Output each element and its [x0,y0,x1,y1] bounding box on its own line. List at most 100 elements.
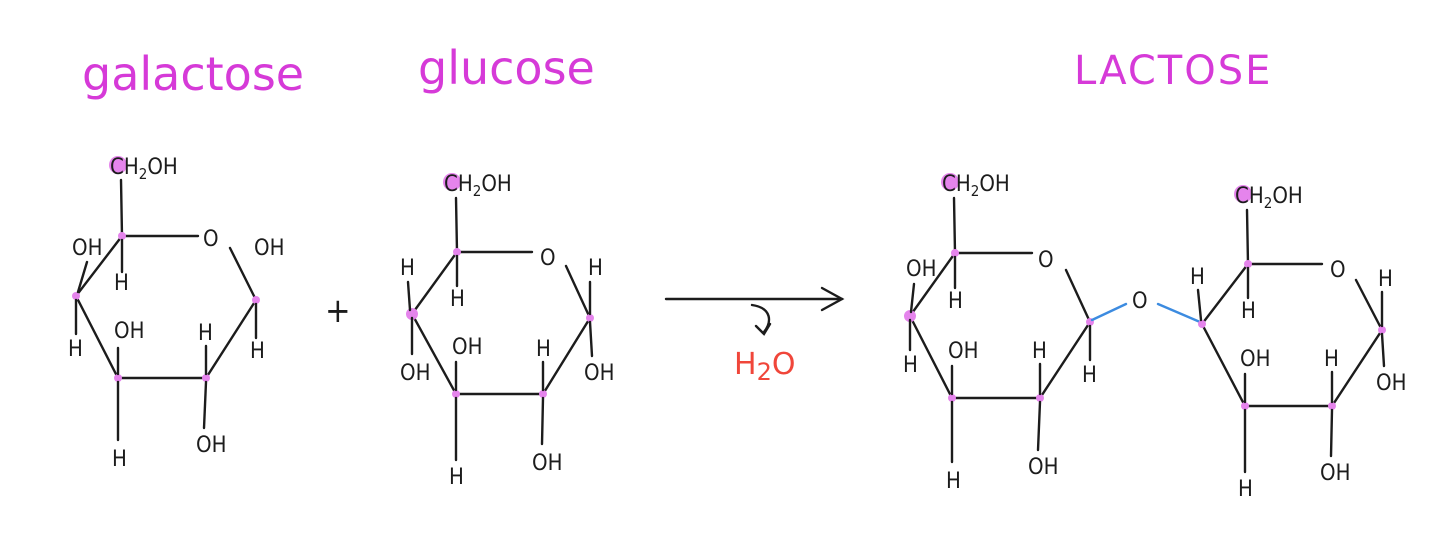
glucose-c1-oh: OH [584,361,614,386]
lactose-left-c5-dot [951,249,959,257]
glucose-c3-h: H [449,465,464,490]
glucose-c2-h: H [536,337,551,362]
title-glucose: glucose [418,41,595,95]
glucose-c4-dot [406,308,418,320]
lactose-right-c3-dot [1241,402,1249,410]
glucose-bond-c4-h [406,280,412,312]
galactose-c3-h: H [112,447,127,472]
galactose-bond-c5-c6 [119,178,124,238]
glucose-structure: CH2OH O H OH H H OH OH H H OH [400,172,614,490]
lactose-right-bond-c4-h [1196,288,1203,322]
glucose-bond-c5-c6 [454,196,459,254]
glucose-ring-oxygen: O [540,246,556,271]
lactose-left-c5-h: H [948,289,963,314]
lactose-left-c2-h: H [1032,339,1047,364]
galactose-c6-dot [109,156,127,174]
galactose-c1-h: H [250,339,265,364]
lactose-left-c3-dot [948,394,956,402]
reaction-arrow: H2O [664,286,845,386]
bridge-oxygen: O [1132,289,1148,314]
glucose-c2-oh: OH [532,451,562,476]
lactose-right-ch2oh: CH2OH [1235,184,1303,212]
lactose-right-c4-h: H [1190,265,1205,290]
glycosidic-linkage: O [1090,289,1202,324]
lactose-left-c2-dot [1036,394,1044,402]
lactose-left-c4-dot [904,310,916,322]
galactose-bond-c2-oh [202,380,208,430]
galactose-c1-oh: OH [254,236,284,261]
lactose-left-bond-c4-oh [909,282,916,314]
lactose-left-bond-c5-c6 [952,196,957,255]
glucose-c5-dot [453,248,461,256]
lactose-right-c5-dot [1244,260,1252,268]
galactose-structure: CH2OH O OH H H OH H OH H H OH [68,155,284,472]
lactose-right-ring-bonds [1200,262,1384,408]
glucose-bond-c2-oh [540,396,545,446]
galactose-c3-oh: OH [114,319,144,344]
galactose-ring-bonds [74,234,258,380]
plus-sign: + [325,291,351,331]
galactose-c2-oh: OH [196,433,226,458]
glucose-c1-h: H [588,256,603,281]
glucose-c4-oh: OH [400,361,430,386]
glucose-c3-dot [452,390,460,398]
galactose-c5-dot [118,232,126,240]
lactose-left-c3-h: H [946,469,961,494]
lactose-left-ch2oh: CH2OH [942,172,1010,200]
galactose-bond-c4-oh [76,260,89,294]
lactose-left-c1-h: H [1082,363,1097,388]
lactose-left-bond-c2-oh [1036,400,1042,452]
lactose-left-c2-oh: OH [1028,455,1058,480]
lactose-right-c2-oh: OH [1320,461,1350,486]
lactose-right-c1-oh: OH [1376,371,1406,396]
galactose-c5-h: H [114,271,129,296]
glucose-c3-oh: OH [452,335,482,360]
lactose-left-ring-bonds [908,251,1092,400]
glycosidic-bond-right [1156,302,1202,324]
lactose-right-c1-h: H [1378,267,1393,292]
glucose-c4-h: H [400,256,415,281]
glucose-ch2oh: CH2OH [444,172,512,200]
lactose-right-c3-h: H [1238,477,1253,502]
galactose-ring-oxygen: O [203,227,219,252]
lactose-right-c4-dot [1198,320,1206,328]
lactose-right-bond-c2-oh [1329,408,1334,458]
lactose-galactose-unit: CH2OH O OH H H H OH H H OH [903,172,1097,494]
galactose-ch2oh: CH2OH [110,155,178,183]
lactose-glucose-unit: CH2OH O H H H OH OH H H OH [1190,184,1406,502]
lactose-right-c2-h: H [1324,347,1339,372]
lactose-right-c5-h: H [1241,299,1256,324]
lactose-right-c2-dot [1328,402,1336,410]
lactose-left-c6-dot [941,173,959,191]
title-galactose: galactose [82,47,304,101]
galactose-c2-h: H [198,321,213,346]
galactose-c1-dot [252,296,260,304]
glucose-ring-bonds [410,250,592,396]
galactose-c3-dot [114,374,122,382]
glucose-bond-c1-oh [588,320,594,358]
glucose-c5-h: H [450,287,465,312]
lactose-left-ring-oxygen: O [1038,248,1054,273]
lactose-right-ring-oxygen: O [1330,258,1346,283]
lactose-left-c3-oh: OH [948,339,978,364]
water-curved-arrow-head [754,322,772,336]
arrow-head [820,286,845,312]
lactose-right-c1-dot [1378,326,1386,334]
galactose-c4-h: H [68,337,83,362]
galactose-c4-oh: OH [72,236,102,261]
lactose-left-c4-h: H [903,353,918,378]
glucose-c6-dot [443,173,461,191]
water-label: H2O [734,347,795,386]
title-lactose: LACTOSE [1074,48,1272,94]
galactose-c2-dot [202,374,210,382]
lactose-right-bond-c1-oh [1380,332,1386,368]
glycosidic-bond-left [1090,302,1128,322]
lactose-left-c4-oh: OH [906,257,936,282]
lactose-right-c3-oh: OH [1240,347,1270,372]
glucose-c1-dot [586,314,594,322]
lactose-right-c6-dot [1234,185,1252,203]
glucose-c2-dot [539,390,547,398]
lactose-right-bond-c5-c6 [1245,208,1250,266]
